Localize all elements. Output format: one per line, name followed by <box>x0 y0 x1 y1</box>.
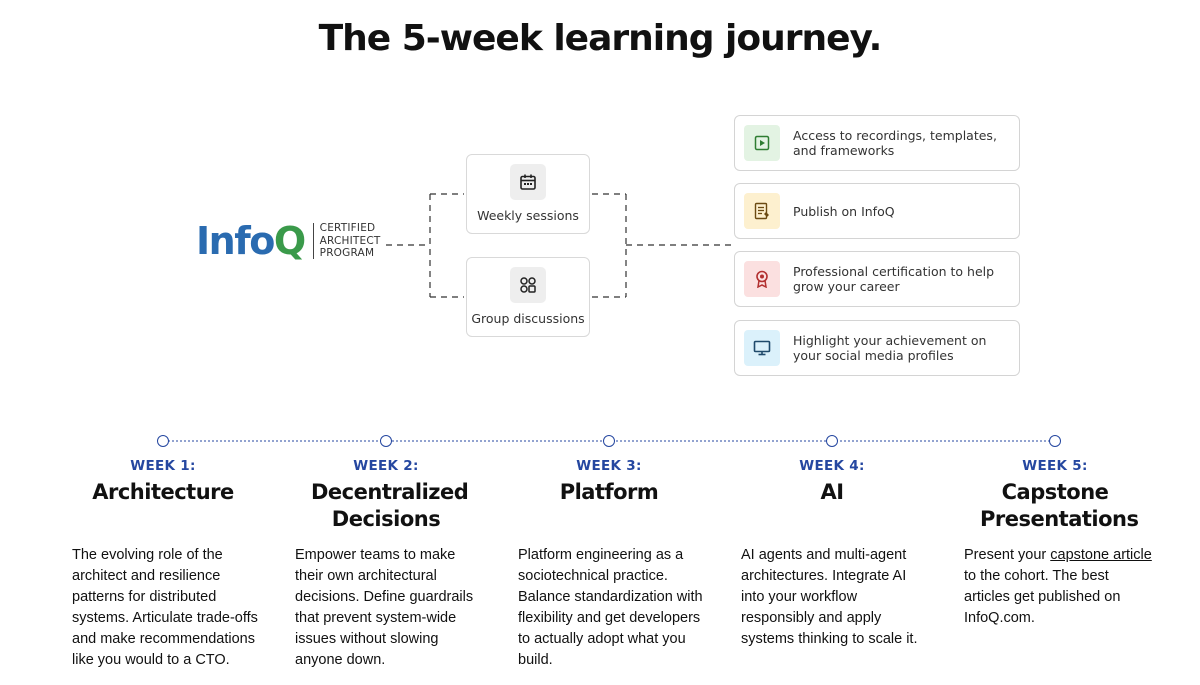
week-title: Capstone Presentations <box>980 480 1139 531</box>
monitor-icon <box>744 330 780 366</box>
weekly-sessions-label: Weekly sessions <box>477 208 579 223</box>
benefit-certification-text: Professional certification to help grow … <box>793 264 995 294</box>
timeline-dot-week-4 <box>826 435 838 447</box>
timeline-dot-week-3 <box>603 435 615 447</box>
award-icon <box>744 261 780 297</box>
timeline-dot-week-2 <box>380 435 392 447</box>
benefit-certification-card: Professional certification to help grow … <box>734 251 1020 307</box>
document-icon <box>744 193 780 229</box>
logo-divider <box>312 223 314 259</box>
week-3-heading: WEEK 3: Platform <box>499 458 719 506</box>
week-label: WEEK 5: <box>1022 458 1088 474</box>
benefit-social-text: Highlight your achievement on your socia… <box>793 333 987 363</box>
weekly-sessions-card: Weekly sessions <box>466 154 590 234</box>
capstone-article-link[interactable]: capstone article <box>1050 547 1152 563</box>
benefit-recordings-text: Access to recordings, templates, and fra… <box>793 128 997 158</box>
week-label: WEEK 2: <box>353 458 419 474</box>
calendar-icon <box>510 164 546 200</box>
timeline-dot-week-5 <box>1049 435 1061 447</box>
week-label: WEEK 1: <box>130 458 196 474</box>
week-title: Platform <box>559 480 659 504</box>
week-4-description: AI agents and multi-agent architectures.… <box>741 547 918 647</box>
benefit-publish-text: Publish on InfoQ <box>793 203 895 219</box>
week-4-heading: WEEK 4: AI <box>722 458 942 506</box>
benefit-publish-card: Publish on InfoQ <box>734 183 1020 239</box>
group-discussions-label: Group discussions <box>471 311 585 326</box>
timeline-dot-week-1 <box>157 435 169 447</box>
infoq-logo: InfoQ CERTIFIED ARCHITECT PROGRAM <box>196 222 381 260</box>
week-5-heading: WEEK 5: Capstone Presentations <box>945 458 1165 533</box>
week-title: Decentralized Decisions <box>311 480 469 531</box>
group-discussions-card: Group discussions <box>466 257 590 337</box>
week-2-heading: WEEK 2: Decentralized Decisions <box>276 458 496 533</box>
week-1-description: The evolving role of the architect and r… <box>72 547 258 668</box>
play-icon <box>744 125 780 161</box>
week-title: AI <box>820 480 844 504</box>
benefit-recordings-card: Access to recordings, templates, and fra… <box>734 115 1020 171</box>
week-label: WEEK 3: <box>576 458 642 474</box>
week-title: Architecture <box>92 480 234 504</box>
week-2-description: Empower teams to make their own architec… <box>295 547 474 668</box>
week-3-description: Platform engineering as a sociotechnical… <box>518 547 703 668</box>
benefit-social-card: Highlight your achievement on your socia… <box>734 320 1020 376</box>
week-5-description: Present your capstone article to the coh… <box>964 547 1152 626</box>
group-icon <box>510 267 546 303</box>
logo-subtitle: CERTIFIED ARCHITECT PROGRAM <box>319 222 381 260</box>
logo-wordmark: InfoQ <box>196 219 306 263</box>
page-title: The 5-week learning journey. <box>318 18 883 59</box>
week-label: WEEK 4: <box>799 458 865 474</box>
week-1-heading: WEEK 1: Architecture <box>53 458 273 506</box>
